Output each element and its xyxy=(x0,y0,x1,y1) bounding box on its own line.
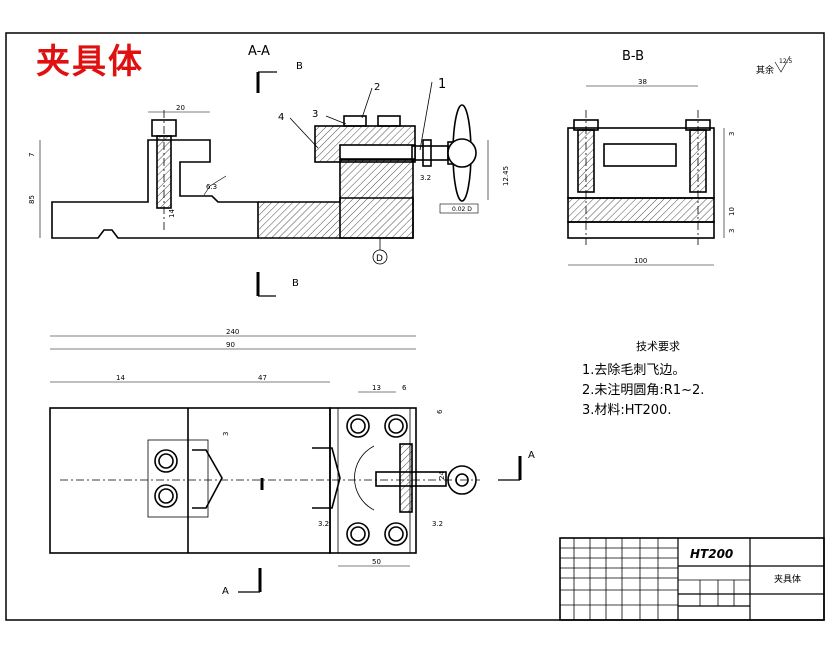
roughness-63: 6.3 xyxy=(206,183,217,191)
dim-100: 100 xyxy=(634,257,647,265)
tech-req-heading: 技术要求 xyxy=(636,340,680,353)
dim-20: 20 xyxy=(176,104,185,112)
dim-85: 85 xyxy=(28,195,36,204)
dim-90: 90 xyxy=(226,341,235,349)
tech-requirements: 技术要求 1.去除毛刺飞边。 2.未注明圆角:R1~2. 3.材料:HT200. xyxy=(582,340,704,418)
title-block-part-name: 夹具体 xyxy=(774,573,801,585)
balloon-4: 4 xyxy=(278,112,284,123)
dim-1245: 12.45 xyxy=(502,166,510,186)
balloon-3: 3 xyxy=(312,109,318,120)
cut-label-b-top: B xyxy=(296,61,303,72)
balloon-1: 1 xyxy=(438,77,446,92)
dim-3-top: 3 xyxy=(728,132,736,136)
title-block: HT200 夹具体 xyxy=(559,537,825,621)
dim-24: 24 xyxy=(438,471,446,480)
roughness-32b: 3.2 xyxy=(318,520,329,528)
dim-6b: 6 xyxy=(436,409,444,414)
dim-13: 13 xyxy=(372,384,381,392)
dim-7: 7 xyxy=(28,153,36,157)
dim-38: 38 xyxy=(638,78,647,86)
datum-d: D xyxy=(376,254,383,264)
tech-req-item-1: 1.去除毛刺飞边。 xyxy=(582,363,685,378)
roughness-32c: 3.2 xyxy=(432,520,443,528)
tech-req-item-3: 3.材料:HT200. xyxy=(582,403,671,418)
dim-50: 50 xyxy=(372,558,381,566)
dim-14-plan: 14 xyxy=(116,374,125,382)
section-aa-label: A-A xyxy=(248,44,270,59)
cut-label-b-bottom: B xyxy=(292,278,299,289)
dim-6: 6 xyxy=(402,384,407,392)
dim-14: 14 xyxy=(168,209,176,218)
roughness-32a: 3.2 xyxy=(420,174,431,182)
title-block-material: HT200 xyxy=(690,547,733,561)
tolerance-frame: 0.02 D xyxy=(452,206,472,213)
dim-47: 47 xyxy=(258,374,267,382)
dim-3-bottom: 3 xyxy=(728,229,736,233)
sheet-border xyxy=(5,32,825,621)
section-bb-view: B-B 其余 12.5 38 100 3 10 3 xyxy=(567,49,793,266)
section-aa-view: A-A B B 2 3 4 xyxy=(28,44,510,297)
drawing-title: 夹具体 xyxy=(36,42,144,82)
roughness-value: 12.5 xyxy=(779,58,793,65)
section-bb-label: B-B xyxy=(622,49,644,64)
dim-3-plan: 3 xyxy=(222,432,230,436)
tech-req-item-2: 2.未注明圆角:R1~2. xyxy=(582,383,704,398)
balloon-2: 2 xyxy=(374,82,380,93)
dim-10: 10 xyxy=(728,207,736,216)
cut-label-a-right: A xyxy=(528,450,535,461)
plan-view: A A 240 90 14 47 13 6 6 3 24 3.2 3.2 50 xyxy=(49,328,535,597)
roughness-note: 其余 xyxy=(756,64,774,76)
cut-label-a-bottom: A xyxy=(222,586,229,597)
dim-240: 240 xyxy=(226,328,239,336)
